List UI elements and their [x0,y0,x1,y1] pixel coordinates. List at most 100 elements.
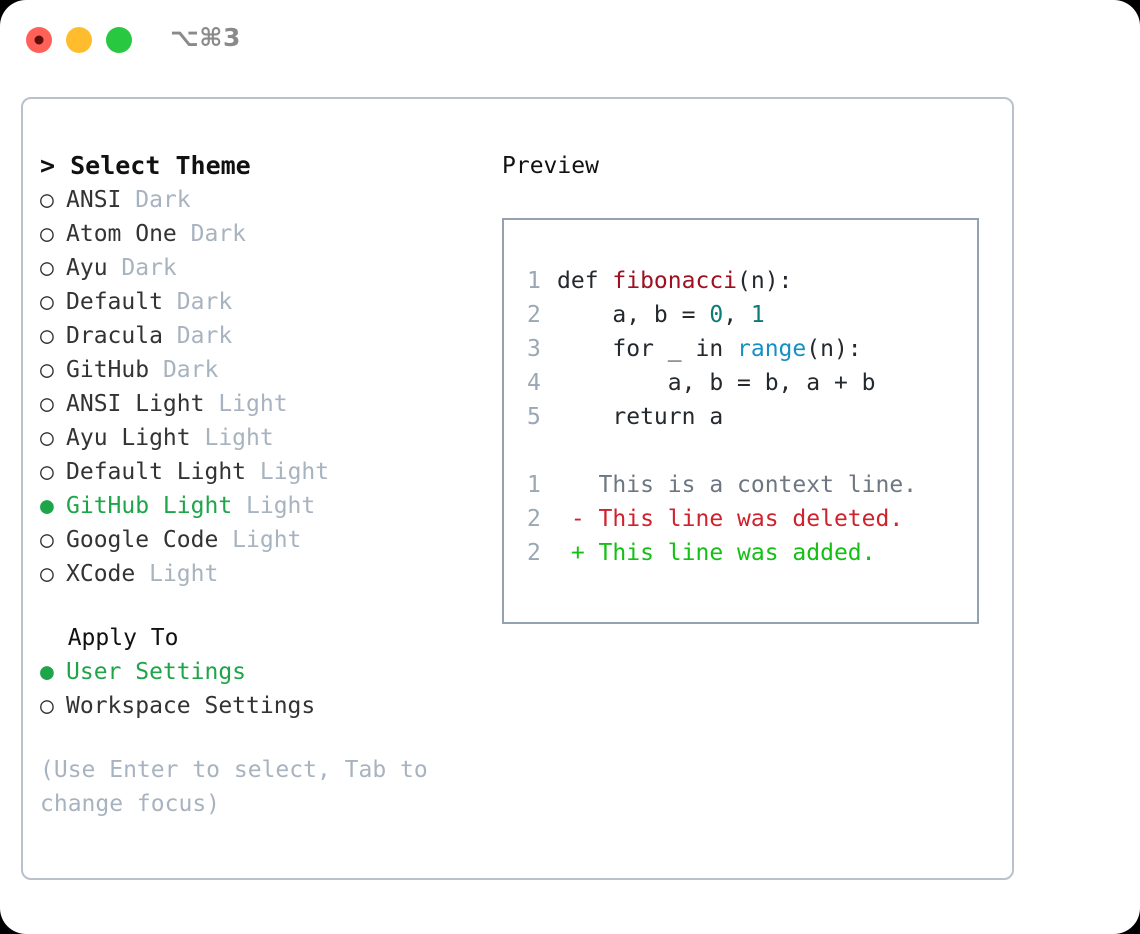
diff-marker [557,472,599,498]
radio-unselected-icon: ○ [40,255,54,281]
code-token: (n): [806,336,862,362]
diff-line: 1 This is a context line. [527,468,977,502]
theme-option-name: Default Light [66,459,260,485]
code-token: range [737,336,807,362]
theme-option[interactable]: ○ XCode Light [40,557,480,591]
theme-option-name: ANSI [66,187,136,213]
theme-option-variant: Dark [190,221,247,247]
theme-picker-column: > Select Theme ○ANSI Dark○Atom One Dark○… [40,149,480,821]
theme-option-name: Ayu Light [66,425,205,451]
code-token: 1 [750,302,765,328]
code-token: a, b = [557,302,710,328]
theme-option[interactable]: ○ Atom One Dark [40,217,480,251]
page-title: > Select Theme [40,151,251,180]
theme-option-variant: Dark [121,255,177,281]
theme-option[interactable]: ○ GitHub Dark [40,353,480,387]
radio-unselected-icon: ○ [40,561,54,587]
diff-sample: 1 This is a context line.2 - This line w… [527,468,977,570]
theme-option-variant: Light [204,425,274,451]
apply-to-option[interactable]: ● User Settings [40,655,480,689]
diff-text: This line was deleted. [598,506,904,532]
diff-line: 2 + This line was added. [527,536,977,570]
radio-unselected-icon: ○ [40,425,54,451]
code-token: 0 [709,302,724,328]
theme-option[interactable]: ○ Default Dark [40,285,480,319]
code-line: 1 def fibonacci(n): [527,264,977,298]
theme-option-name: GitHub [66,357,163,383]
preview-title: Preview [502,153,599,179]
theme-list[interactable]: ○ ANSI Dark ○ Atom One Dark ○ Ayu Dark ○ Defaul… [40,183,480,591]
line-number: 5 [527,404,541,430]
diff-line: 2 - This line was deleted. [527,502,977,536]
theme-option-name: Ayu [66,255,122,281]
radio-unselected-icon: ○ [40,221,54,247]
code-token: for _ in [557,336,738,362]
radio-unselected-icon: ○ [40,357,54,383]
zoom-button-icon[interactable] [106,27,132,53]
theme-option-name: Dracula [66,323,177,349]
apply-to-option[interactable]: ○ Workspace Settings [40,689,480,723]
code-token: , [723,302,751,328]
code-token: def [557,268,613,294]
theme-option[interactable]: ○ Default Light Light [40,455,480,489]
apply-to-list[interactable]: ● User Settings ○ Workspace Settings [40,655,480,723]
diff-marker: + [557,540,599,566]
recording-indicator-icon [34,35,44,45]
theme-option-variant: Dark [135,187,191,213]
theme-option[interactable]: ○ ANSI Dark [40,183,480,217]
theme-option[interactable]: ○ Google Code Light [40,523,480,557]
apply-to-option-label: User Settings [66,659,247,685]
radio-unselected-icon: ○ [40,693,54,719]
theme-option-name: Google Code [66,527,233,553]
line-number: 2 [527,506,541,532]
radio-unselected-icon: ○ [40,527,54,553]
minimize-button-icon[interactable] [66,27,92,53]
radio-unselected-icon: ○ [40,187,54,213]
theme-option-name: GitHub Light [66,493,247,519]
line-number: 2 [527,540,541,566]
theme-option[interactable]: ○ Ayu Dark [40,251,480,285]
diff-marker: - [557,506,599,532]
line-number: 1 [527,268,541,294]
line-number: 2 [527,302,541,328]
theme-option-name: Default [66,289,177,315]
theme-option[interactable]: ○ANSI Light Light [40,387,480,421]
theme-option-variant: Dark [176,323,233,349]
diff-text: This is a context line. [598,472,918,498]
theme-option[interactable]: ○ Ayu Light Light [40,421,480,455]
theme-option-name: Atom One [66,221,191,247]
theme-option-variant: Light [218,391,288,417]
theme-option-variant: Light [232,527,302,553]
line-number: 1 [527,472,541,498]
code-token: (n): [737,268,793,294]
line-number: 3 [527,336,541,362]
radio-selected-icon: ● [40,493,54,519]
theme-option-variant: Dark [162,357,219,383]
code-token: fibonacci [612,268,738,294]
title-bar: ⌥⌘3 [0,0,1140,78]
theme-option-variant: Light [246,493,316,519]
theme-option[interactable]: ○Dracula Dark [40,319,480,353]
code-line: 2 a, b = 0, 1 [527,298,977,332]
radio-selected-icon: ● [40,659,54,685]
radio-unselected-icon: ○ [40,459,54,485]
line-number: 4 [527,370,541,396]
apply-to-option-label: Workspace Settings [66,693,316,719]
code-line: 3 for _ in range(n): [527,332,977,366]
theme-option-name: XCode [66,561,150,587]
theme-option-variant: Light [149,561,219,587]
code-token: a, b = b, a + b [557,370,876,396]
close-button-icon[interactable] [26,27,52,53]
theme-option-variant: Dark [176,289,233,315]
radio-unselected-icon: ○ [40,289,54,315]
theme-option[interactable]: ● GitHub Light Light [40,489,480,523]
keyboard-shortcut-label: ⌥⌘3 [170,23,241,52]
radio-unselected-icon: ○ [40,391,54,417]
theme-option-variant: Light [259,459,330,485]
keyboard-hint-text: (Use Enter to select, Tab to change focu… [40,757,428,817]
main-panel: > Select Theme ○ANSI Dark○Atom One Dark○… [21,97,1014,880]
apply-to-label: Apply To [40,625,179,651]
